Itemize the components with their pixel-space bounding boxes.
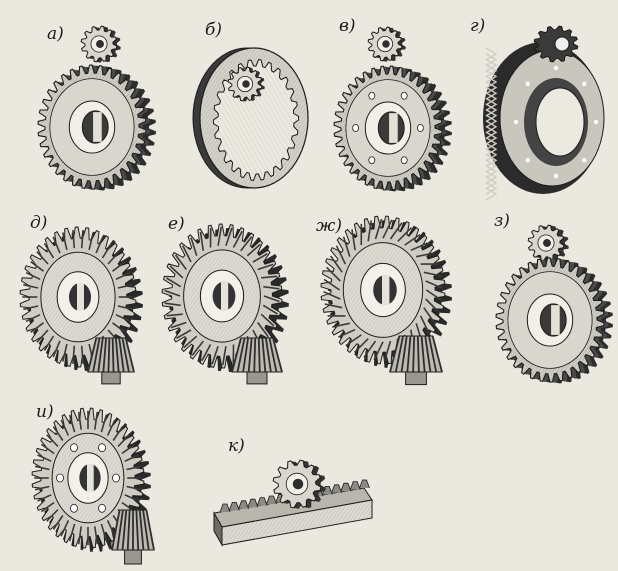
label-e: е) [168, 214, 185, 234]
gear-v-pinion [367, 26, 406, 62]
gear-e-bevel-pinion [231, 337, 283, 385]
gear-d-bevel [19, 226, 143, 371]
gear-i-bevel-pinion [111, 509, 155, 565]
gear-z-wheel [495, 257, 613, 384]
label-g: г) [470, 16, 486, 36]
gear-k-pinion [272, 459, 326, 509]
label-k: к) [228, 436, 245, 456]
gear-e-bevel-helical [161, 223, 289, 372]
gear-z-pinion [527, 224, 569, 262]
gear-b-pinion [227, 66, 265, 102]
label-b: б) [205, 20, 223, 40]
gear-zh-bevel-pinion [389, 335, 443, 386]
gear-a-wheel [37, 64, 156, 191]
gear-d-bevel-pinion [87, 337, 135, 385]
gear-v-wheel [333, 65, 452, 192]
gear-a-pinion [80, 25, 121, 63]
label-z: з) [494, 211, 510, 231]
label-a: а) [47, 24, 64, 44]
label-d: д) [30, 213, 48, 233]
label-v: в) [339, 16, 356, 36]
label-i: и) [36, 402, 54, 422]
gear-g-herringbone [483, 25, 605, 201]
label-zh: ж) [316, 216, 342, 236]
gear-zh-bevel-spiral [320, 215, 452, 368]
